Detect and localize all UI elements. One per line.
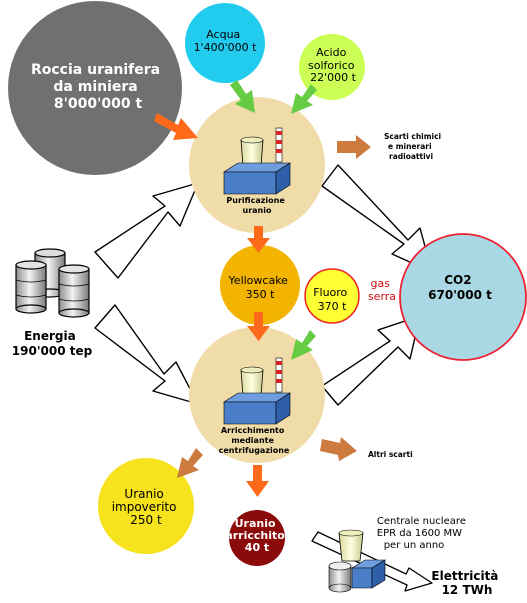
chemical-waste-label: Scarti chimici e minerari radioattivi [384,132,444,161]
co2-circle [399,233,527,361]
power-plant-icon [328,529,387,593]
orange-arrows [154,113,270,497]
rock-label: Roccia uranifera da miniera 8'000'000 t [31,62,165,112]
depleted-uranium-label: Uranio impoverito 250 t [112,487,181,527]
energy-to-enrichment-arrow [94,304,199,405]
factory-icon [222,357,292,425]
fluorine-label: Fluoro 370 t [313,286,351,313]
purification-to-yellowcake-arrow [247,226,270,253]
purification-label: Purificazione uranio [226,196,287,215]
other-waste-label: Altri scarti [368,450,413,459]
yellowcake-circle [220,245,300,325]
electricity-label: Elettricità 12 TWh [431,569,502,597]
acid-label: Acido solforico 22'000 t [308,46,358,84]
greenhouse-gas-label: gas serra [368,277,396,303]
yellowcake-label: Yellowcake 350 t [228,274,292,301]
enriched-uranium-label: Uranio arricchito 40 t [225,517,288,554]
white-flow-arrows [94,164,433,406]
yellowcake-to-enrichment-arrow [247,312,270,341]
enriched-uranium-circle [229,510,285,566]
rock-to-purification-arrow [154,113,198,140]
fluorine-to-enrichment-arrow [291,330,316,360]
plant-label: Centrale nucleare EPR da 1600 MW per un … [377,516,469,551]
depleted-uranium-circle [98,458,194,554]
co2-label: CO2 670'000 t [428,273,492,302]
brown-arrows [177,135,371,478]
water-circle [185,3,265,83]
enrichment-to-co2-arrow [321,315,421,406]
factory-icon [222,127,292,195]
enrichment-to-enriched-uranium-arrow [246,465,269,497]
barrels-icon [15,248,90,318]
rock-circle [8,1,182,175]
enrichment-label: Arricchimento mediante centrifugazione [219,426,290,455]
enrichment-to-other-waste-arrow [320,437,357,461]
energy-to-purification-arrow [94,182,199,279]
water-label: Acqua 1'400'000 t [194,28,258,54]
water-to-purification-arrow [230,80,255,113]
purification-to-chemical-waste-arrow [337,135,371,159]
green-arrows [230,80,317,360]
enrichment-to-depleted-uranium-arrow [177,448,203,478]
energy-label: Energia 190'000 tep [12,329,93,358]
fluorine-circle [304,268,360,324]
acid-circle [299,34,365,100]
acid-to-purification-arrow [291,84,317,114]
